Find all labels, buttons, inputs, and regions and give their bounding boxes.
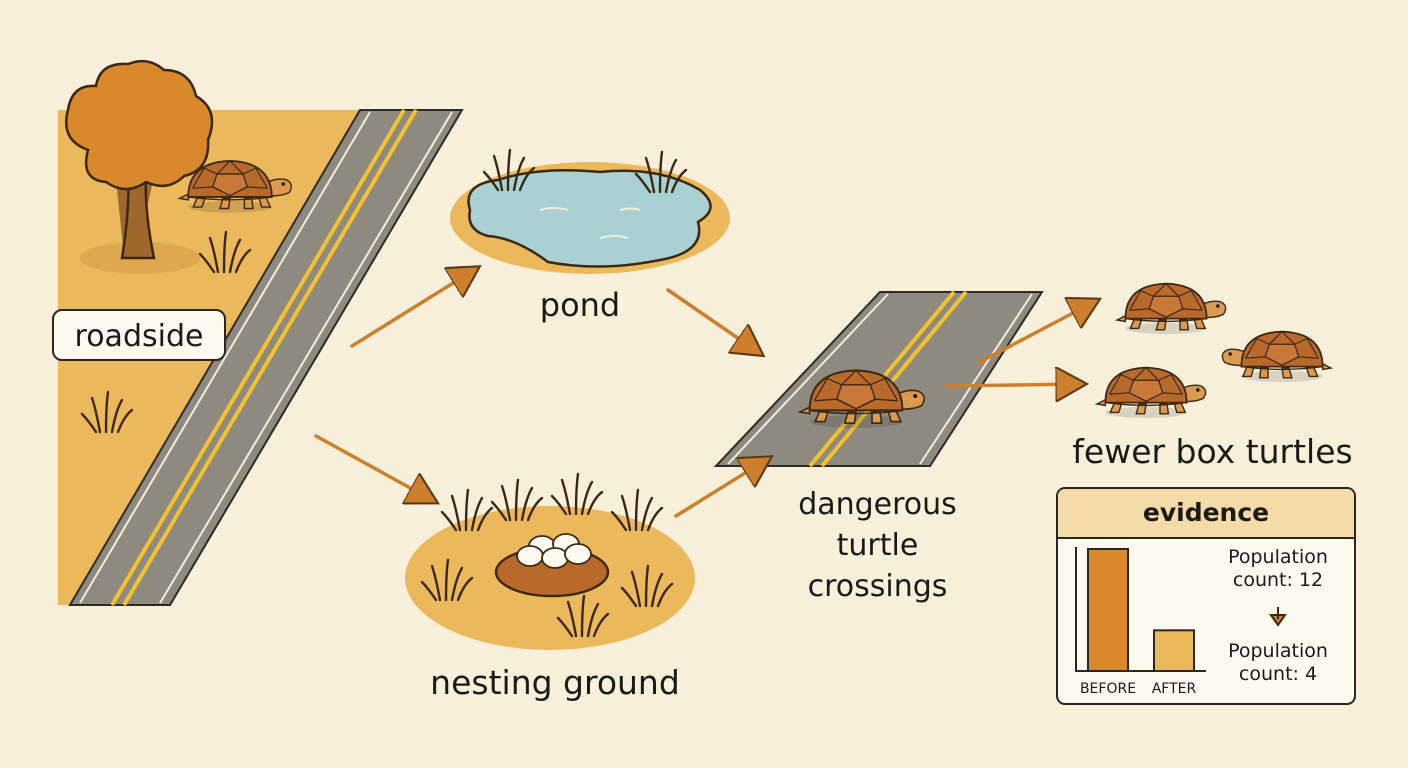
- arrow-road-to-nest: [314, 434, 432, 500]
- fewer-turtles-label: fewer box turtles: [1072, 432, 1353, 471]
- bar-before: [1087, 548, 1129, 672]
- arrow-crossing-to-turtles-lower: [944, 384, 1080, 386]
- tick-label-before: BEFORE: [1080, 681, 1136, 697]
- pond-illustration: [450, 162, 730, 274]
- flow-arrows: [314, 270, 1094, 518]
- pond-label: pond: [539, 286, 621, 324]
- turtle-survivor-icon: [1221, 330, 1332, 383]
- crossings-label: dangerous turtle crossings: [798, 487, 957, 604]
- arrow-road-to-pond: [350, 270, 474, 348]
- turtle-survivor-icon: [1116, 282, 1227, 335]
- evidence-title: evidence: [1058, 489, 1354, 539]
- main-road: [68, 108, 464, 607]
- bar-after: [1153, 629, 1195, 673]
- arrow-crossing-to-turtles-upper: [978, 302, 1094, 364]
- roadside-label: roadside: [52, 309, 226, 361]
- population-before-text: Population count: 12: [1228, 546, 1328, 591]
- nesting-ground-label: nesting ground: [430, 663, 680, 702]
- arrow-nest-to-crossing: [674, 460, 766, 518]
- evidence-panel: evidence BEFORE AFTER: [1056, 487, 1356, 705]
- tick-label-after: AFTER: [1152, 681, 1197, 697]
- turtle-survivor-icon: [1096, 366, 1207, 419]
- arrow-pond-to-crossing: [666, 288, 758, 352]
- evidence-bar-chart: BEFORE AFTER: [1075, 547, 1287, 697]
- decrease-arrow-icon: [1269, 607, 1287, 627]
- tree-illustration: [65, 59, 214, 274]
- population-after-text: Population count: 4: [1228, 640, 1328, 685]
- nesting-ground-illustration: [405, 506, 695, 650]
